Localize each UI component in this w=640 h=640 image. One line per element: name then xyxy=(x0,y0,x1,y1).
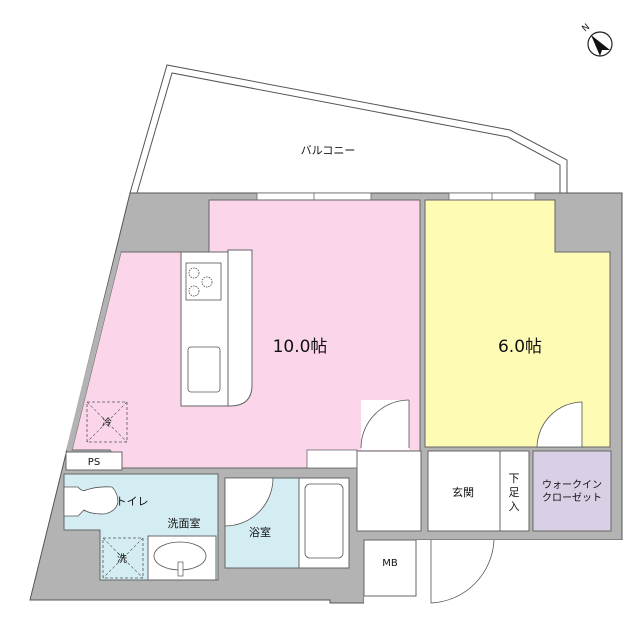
balcony-label: バルコニー xyxy=(301,144,356,157)
western-door xyxy=(536,401,583,448)
room-western xyxy=(424,199,611,448)
washer-space: 洗 xyxy=(102,537,144,579)
bathroom-label: 浴室 xyxy=(249,525,271,539)
burner-icon xyxy=(188,267,200,279)
entrance-label: 玄関 xyxy=(452,485,474,499)
north-label: N xyxy=(581,22,593,34)
wic-label-line2: クローゼット xyxy=(542,492,602,504)
fridge-label: 冷 xyxy=(102,416,112,429)
ldk-door xyxy=(306,399,410,469)
room-entrance xyxy=(427,450,501,532)
north-arrow-icon: N xyxy=(581,22,613,57)
shoe-storage xyxy=(499,450,530,532)
ps-label: PS xyxy=(88,457,100,468)
hallway xyxy=(356,450,530,532)
entrance-door xyxy=(430,539,495,604)
washroom-label: 洗面室 xyxy=(168,516,201,530)
wic-label-line1: ウォークイン xyxy=(542,479,602,491)
meter-box xyxy=(363,539,417,597)
kitchen-counter xyxy=(180,249,253,407)
sink-icon xyxy=(187,346,221,393)
wash-basin xyxy=(147,535,217,581)
window-western xyxy=(448,192,536,201)
burner-icon xyxy=(188,285,200,297)
ldk-label: 10.0帖 xyxy=(273,337,328,357)
western-room-label: 6.0帖 xyxy=(498,337,542,357)
washer-label: 洗 xyxy=(117,553,127,565)
fridge-space: 冷 xyxy=(86,401,128,443)
pipe-space xyxy=(65,451,123,471)
shoe-storage-label-3: 入 xyxy=(509,500,520,513)
bathroom-door xyxy=(224,477,274,527)
bathtub xyxy=(298,477,350,569)
shoe-storage-label-1: 下 xyxy=(509,472,520,485)
mb-label: MB xyxy=(382,558,398,569)
room-walk-in-closet xyxy=(532,450,612,532)
toilet-fixture xyxy=(63,486,119,517)
window-ldk xyxy=(256,192,372,201)
shoe-storage-label-2: 足 xyxy=(509,486,520,499)
balcony xyxy=(129,64,568,194)
toilet-label: トイレ xyxy=(116,495,149,508)
burner-icon xyxy=(201,276,213,288)
